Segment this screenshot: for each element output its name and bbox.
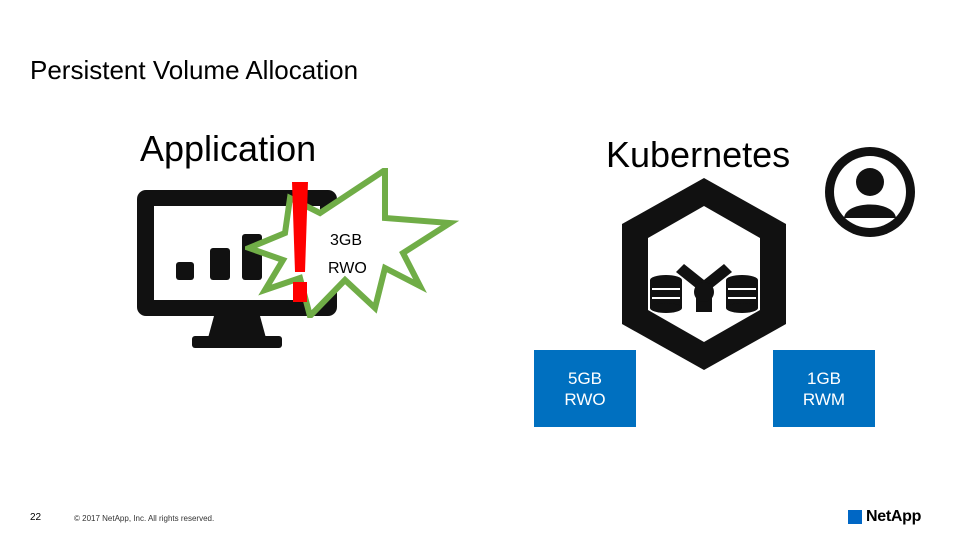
kubernetes-label: Kubernetes bbox=[606, 134, 791, 175]
copyright-notice: © 2017 NetApp, Inc. All rights reserved. bbox=[74, 514, 215, 523]
kubernetes-hexagon-icon bbox=[622, 178, 786, 370]
netapp-logo: NetApp bbox=[848, 508, 921, 526]
volume-size: 1GB bbox=[806, 368, 842, 388]
netapp-mark-icon bbox=[848, 510, 862, 524]
user-avatar-icon bbox=[825, 147, 915, 237]
persistent-volume-1gb: 1GB RWM bbox=[773, 350, 875, 427]
claim-mode: RWO bbox=[328, 260, 367, 277]
volume-size: 5GB bbox=[567, 368, 603, 388]
application-label: Application bbox=[140, 128, 317, 169]
claim-size: 3GB bbox=[330, 232, 363, 249]
netapp-logo-text: NetApp bbox=[866, 508, 922, 525]
slide-title: Persistent Volume Allocation bbox=[30, 55, 359, 85]
alert-exclamation-icon bbox=[292, 182, 308, 302]
volume-mode: RWM bbox=[802, 389, 846, 409]
volume-mode: RWO bbox=[564, 389, 606, 409]
persistent-volume-5gb: 5GB RWO bbox=[534, 350, 636, 427]
slide-number: 22 bbox=[30, 512, 42, 523]
